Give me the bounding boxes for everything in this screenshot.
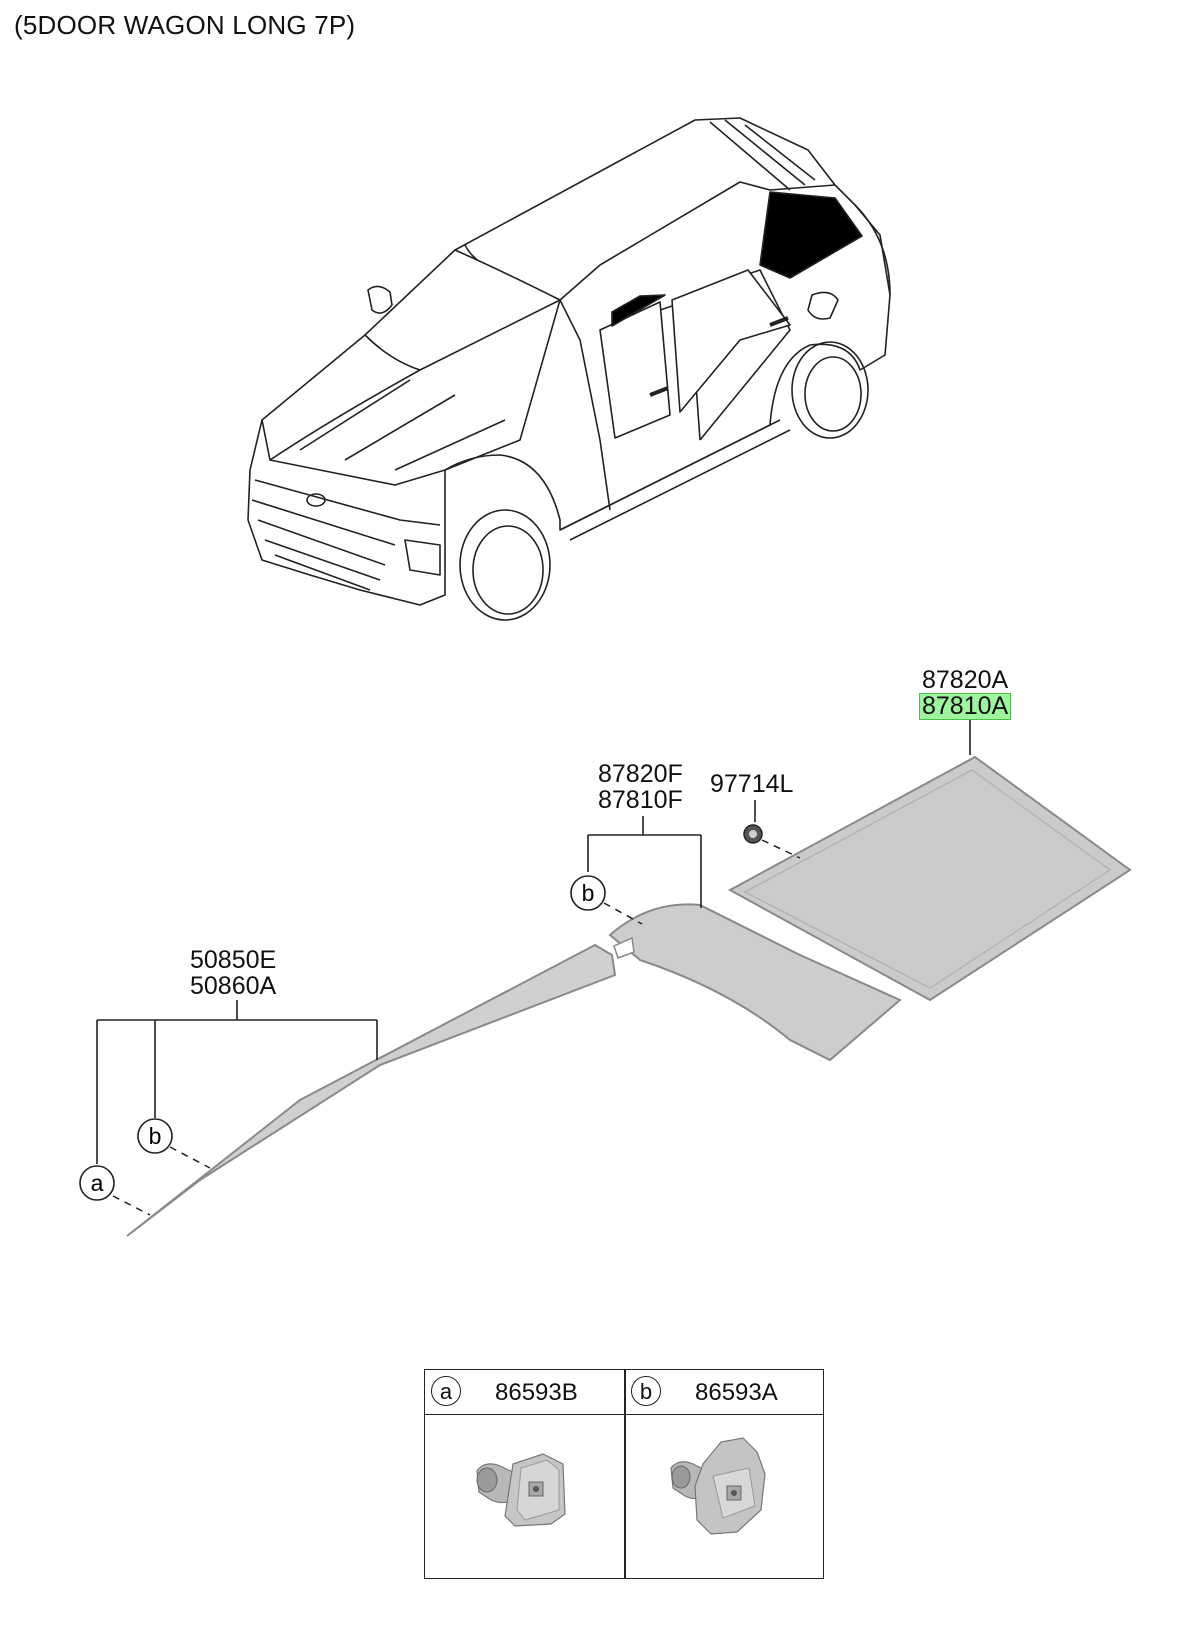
car-illustration	[247, 117, 891, 621]
callout-87820A[interactable]: 87820A	[922, 666, 1009, 694]
callout-50860A[interactable]: 50860A	[190, 972, 277, 1000]
rear-moulding-clip-slot	[613, 936, 635, 959]
callout-50850E[interactable]: 50850E	[190, 946, 277, 974]
ref-circle-b-front: b	[137, 1118, 173, 1154]
nut-part	[743, 824, 763, 844]
front-moulding-part	[126, 943, 617, 1237]
legend-part-86593B[interactable]: 86593B	[495, 1379, 578, 1406]
callout-87810F[interactable]: 87810F	[598, 786, 683, 814]
quarter-glass-inner-edge	[743, 769, 1112, 989]
clip-legend-table: a 86593B b 86593A	[424, 1369, 824, 1579]
svg-text:b: b	[582, 880, 595, 906]
quarter-glass-part	[727, 755, 1132, 1002]
legend-part-86593A[interactable]: 86593A	[695, 1379, 778, 1406]
dashed-leaders	[112, 839, 801, 1216]
leader-lines	[96, 720, 971, 1164]
ref-circle-b-rear: b	[570, 875, 606, 911]
legend-cell-b-image	[625, 1416, 824, 1578]
ref-circle-a-front: a	[79, 1165, 115, 1201]
legend-cell-a-header: a 86593B	[425, 1370, 624, 1414]
legend-letter-b: b	[631, 1376, 661, 1406]
svg-text:b: b	[149, 1123, 162, 1149]
rear-moulding-part	[608, 903, 902, 1062]
legend-cell-a-image	[425, 1416, 624, 1578]
callout-87810A-highlighted[interactable]: 87810A	[919, 693, 1012, 720]
svg-text:a: a	[91, 1170, 104, 1196]
clip-b-icon	[670, 1437, 766, 1535]
legend-divider	[624, 1370, 626, 1578]
clip-a-icon	[476, 1453, 566, 1527]
callout-87820F[interactable]: 87820F	[598, 760, 683, 788]
callout-97714L[interactable]: 97714L	[710, 770, 794, 798]
legend-letter-a: a	[431, 1376, 461, 1406]
diagram-title: (5DOOR WAGON LONG 7P)	[14, 10, 356, 40]
legend-cell-b-header: b 86593A	[625, 1370, 824, 1414]
